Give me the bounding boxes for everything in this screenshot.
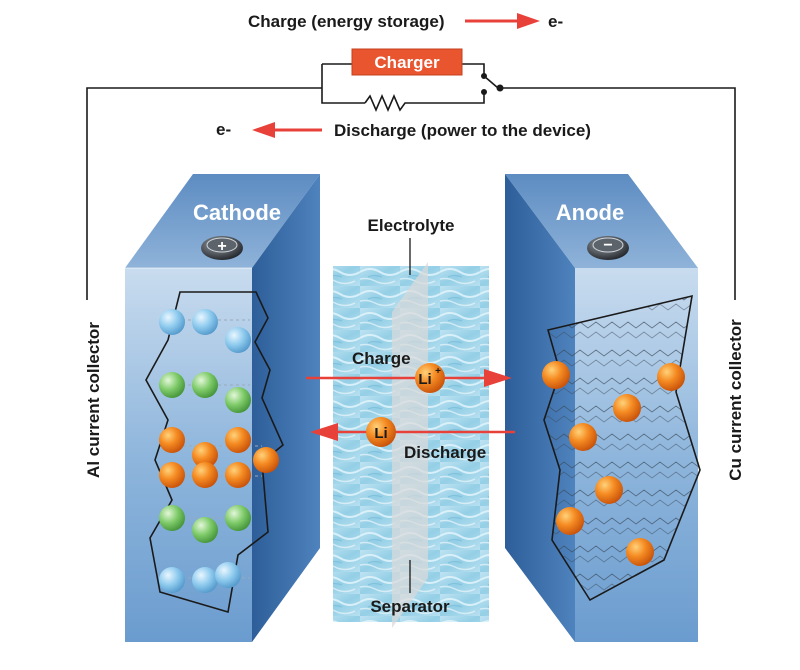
lithium-atom xyxy=(595,476,623,504)
cathode-label: Cathode xyxy=(193,200,281,225)
discharge-arrow-icon xyxy=(252,122,322,138)
discharge-title: Discharge (power to the device) xyxy=(334,121,591,140)
resistor-icon xyxy=(364,93,410,113)
negative-terminal-icon: − xyxy=(587,236,629,260)
cathode-block xyxy=(125,174,320,642)
cobalt-atom xyxy=(215,562,241,588)
lithium-atom xyxy=(159,427,185,453)
lithium-atom xyxy=(253,447,279,473)
svg-text:+: + xyxy=(435,366,441,377)
discharge-ion-label: Discharge xyxy=(404,443,486,462)
discharge-electron-label: e- xyxy=(216,120,231,139)
oxygen-atom xyxy=(159,505,185,531)
charger-box: Charger xyxy=(351,48,463,76)
electrolyte-region xyxy=(333,238,489,628)
svg-text:−: − xyxy=(603,237,612,254)
charger-label: Charger xyxy=(374,53,440,72)
electrolyte-label: Electrolyte xyxy=(368,216,455,235)
oxygen-atom xyxy=(225,387,251,413)
lithium-atom xyxy=(626,538,654,566)
external-circuit xyxy=(86,63,736,300)
positive-terminal-icon: + xyxy=(201,236,243,260)
lithium-ion-discharge: Li xyxy=(366,417,396,447)
anode-graphite xyxy=(542,294,701,602)
charge-electron-label: e- xyxy=(548,12,563,31)
cathode-collector-label: Al current collector xyxy=(84,322,103,478)
oxygen-atom xyxy=(225,505,251,531)
charge-arrow-icon xyxy=(465,13,540,29)
svg-text:+: + xyxy=(217,238,226,255)
switch-icon xyxy=(481,73,504,95)
lithium-atom xyxy=(225,462,251,488)
lithium-atom xyxy=(542,361,570,389)
svg-text:Li: Li xyxy=(374,425,387,442)
lithium-atom xyxy=(613,394,641,422)
oxygen-atom xyxy=(192,517,218,543)
cobalt-atom xyxy=(225,327,251,353)
lithium-atom xyxy=(225,427,251,453)
cobalt-atom xyxy=(192,567,218,593)
lithium-atom xyxy=(556,507,584,535)
svg-text:Li: Li xyxy=(418,371,431,388)
charge-ion-label: Charge xyxy=(352,349,411,368)
lithium-atom xyxy=(192,442,218,468)
anode-collector-label: Cu current collector xyxy=(726,319,745,481)
lithium-atom xyxy=(192,462,218,488)
cobalt-atom xyxy=(159,309,185,335)
separator-label: Separator xyxy=(370,597,450,616)
charge-ion-arrow xyxy=(306,369,512,387)
anode-label: Anode xyxy=(556,200,624,225)
oxygen-atom xyxy=(159,372,185,398)
cobalt-atom xyxy=(192,309,218,335)
charge-title: Charge (energy storage) xyxy=(248,12,445,31)
separator-membrane xyxy=(392,262,428,628)
lithium-ion-charge: Li + xyxy=(415,363,445,393)
cathode-crystal xyxy=(145,291,284,614)
oxygen-atom xyxy=(192,372,218,398)
lithium-atom xyxy=(159,462,185,488)
lithium-atom xyxy=(569,423,597,451)
cobalt-atom xyxy=(159,567,185,593)
lithium-atom xyxy=(657,363,685,391)
